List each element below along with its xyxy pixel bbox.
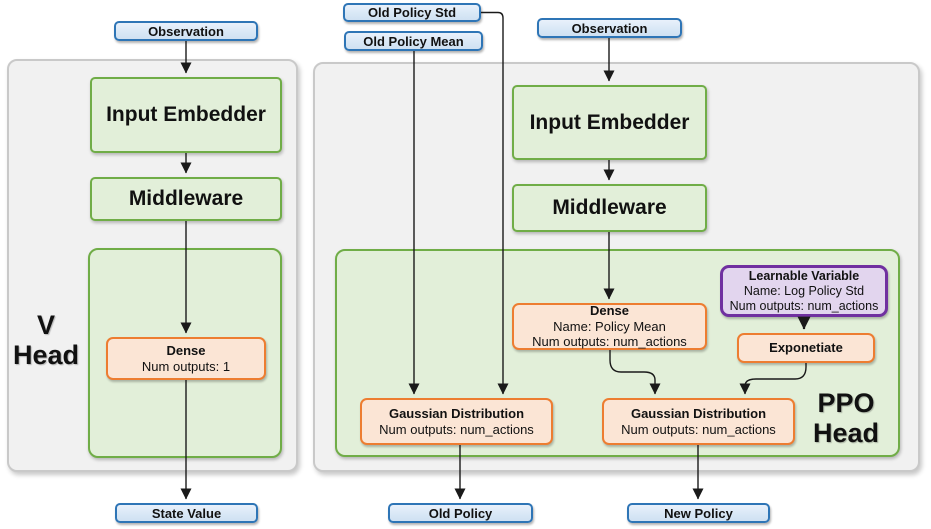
- box-gaussian-distribution-old: Gaussian Distribution Num outputs: num_a…: [360, 398, 553, 445]
- input-node-old-policy-std: Old Policy Std: [343, 3, 481, 22]
- output-node-old-policy: Old Policy: [388, 503, 533, 523]
- label-ppo-head: PPO Head: [791, 388, 901, 448]
- learnable-variable-detail1: Name: Log Policy Std: [743, 283, 865, 298]
- box-middleware-v: Middleware: [90, 177, 282, 221]
- v-head-line2: Head: [12, 340, 80, 370]
- input-node-observation-ppo: Observation: [537, 18, 682, 38]
- dense-policy-mean-detail2: Num outputs: num_actions: [532, 334, 687, 350]
- box-exponetiate: Exponetiate: [737, 333, 875, 363]
- box-input-embedder-v: Input Embedder: [90, 77, 282, 153]
- gaussian-new-detail: Num outputs: num_actions: [621, 421, 776, 437]
- learnable-variable-title: Learnable Variable: [748, 268, 860, 283]
- box-learnable-variable: Learnable Variable Name: Log Policy Std …: [720, 265, 888, 317]
- observation-ppo-label: Observation: [571, 20, 648, 36]
- input-embedder-v-label: Input Embedder: [106, 103, 266, 126]
- box-dense-policy-mean: Dense Name: Policy Mean Num outputs: num…: [512, 303, 707, 350]
- label-v-head: V Head: [10, 310, 82, 370]
- input-embedder-ppo-label: Input Embedder: [529, 110, 690, 134]
- middleware-ppo-label: Middleware: [552, 196, 667, 219]
- box-input-embedder-ppo: Input Embedder: [512, 85, 707, 160]
- dense-v-title: Dense: [166, 343, 206, 358]
- old-policy-std-label: Old Policy Std: [367, 5, 457, 20]
- box-dense-v: Dense Num outputs: 1: [106, 337, 266, 380]
- old-policy-label: Old Policy: [428, 505, 493, 521]
- middleware-v-label: Middleware: [128, 187, 244, 210]
- gaussian-new-title: Gaussian Distribution: [630, 406, 767, 421]
- gaussian-old-detail: Num outputs: num_actions: [379, 421, 534, 437]
- exponetiate-label: Exponetiate: [769, 340, 843, 356]
- dense-v-detail: Num outputs: 1: [141, 358, 231, 374]
- output-node-new-policy: New Policy: [627, 503, 770, 523]
- input-node-old-policy-mean: Old Policy Mean: [344, 31, 483, 51]
- new-policy-label: New Policy: [664, 505, 733, 521]
- dense-policy-mean-detail1: Name: Policy Mean: [553, 318, 666, 334]
- state-value-label: State Value: [151, 505, 222, 521]
- v-head-line1: V: [36, 310, 55, 340]
- ppo-head-line1: PPO: [817, 388, 875, 418]
- output-node-state-value: State Value: [115, 503, 258, 523]
- gaussian-old-title: Gaussian Distribution: [388, 406, 525, 421]
- input-node-observation-v: Observation: [114, 21, 258, 41]
- box-middleware-ppo: Middleware: [512, 184, 707, 232]
- old-policy-mean-label: Old Policy Mean: [363, 33, 464, 49]
- dense-policy-mean-title: Dense: [589, 303, 630, 319]
- box-gaussian-distribution-new: Gaussian Distribution Num outputs: num_a…: [602, 398, 795, 445]
- observation-v-label: Observation: [148, 23, 224, 39]
- learnable-variable-detail2: Num outputs: num_actions: [729, 298, 879, 313]
- ppo-head-line2: Head: [812, 418, 880, 448]
